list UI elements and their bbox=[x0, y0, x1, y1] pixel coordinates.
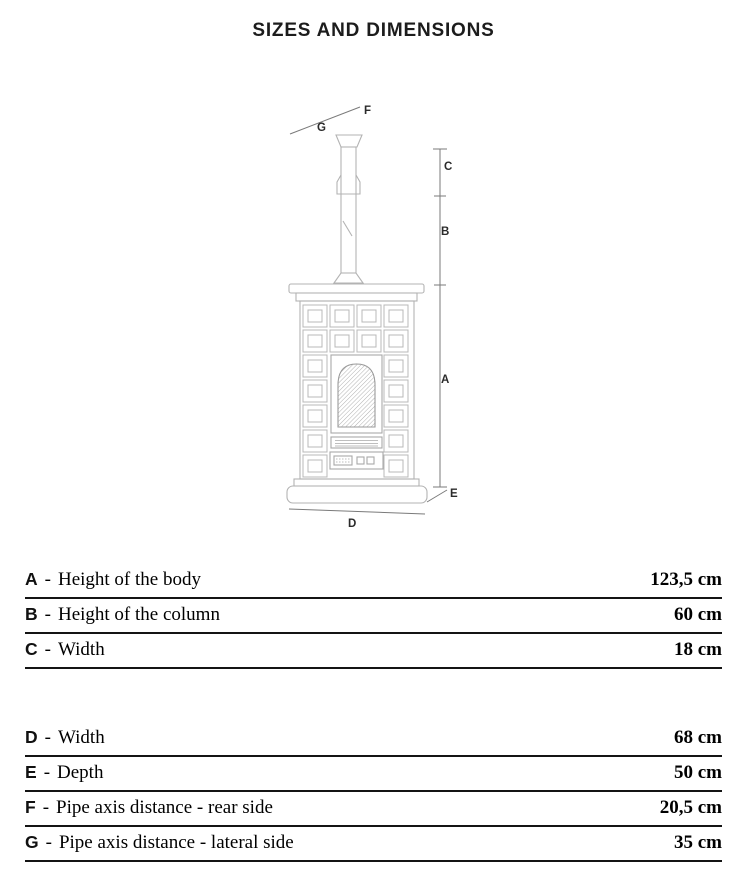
row-key: F bbox=[25, 797, 36, 817]
row-separator: - bbox=[44, 569, 51, 590]
row-description: Height of the column bbox=[57, 604, 220, 625]
dim-label-a: A bbox=[441, 374, 449, 386]
dim-label-c: C bbox=[444, 161, 452, 173]
dim-line-depth bbox=[426, 489, 448, 503]
stove-outline bbox=[286, 134, 428, 504]
table-body-dimensions: A-Height of the body 123,5 cm B-Height o… bbox=[25, 564, 722, 669]
door-grill bbox=[337, 363, 376, 428]
table-row: A-Height of the body 123,5 cm bbox=[25, 564, 722, 599]
row-separator: - bbox=[45, 832, 52, 853]
row-description: Depth bbox=[57, 762, 104, 783]
table-row: G-Pipe axis distance - lateral side 35 c… bbox=[25, 827, 722, 862]
stove-diagram: F G C B A E D bbox=[286, 105, 458, 530]
table-footprint-dimensions: D-Width 68 cm E-Depth 50 cm F-Pipe axis … bbox=[25, 722, 722, 862]
dim-line-pipe-axis bbox=[289, 106, 361, 135]
control-display bbox=[333, 455, 353, 466]
dimension-tables: A-Height of the body 123,5 cm B-Height o… bbox=[25, 564, 722, 862]
row-separator: - bbox=[42, 797, 50, 818]
row-description: Pipe axis distance - lateral side bbox=[58, 832, 294, 853]
flue-collar-shape bbox=[336, 174, 361, 195]
table-row: D-Width 68 cm bbox=[25, 722, 722, 757]
dim-line-width bbox=[288, 508, 426, 515]
row-value: 20,5 cm bbox=[659, 797, 722, 818]
flue-cap-shape bbox=[335, 134, 363, 148]
control-button bbox=[366, 456, 375, 465]
row-key: E bbox=[25, 762, 37, 782]
row-key: A bbox=[25, 569, 38, 589]
row-separator: - bbox=[44, 727, 51, 748]
row-value: 68 cm bbox=[673, 727, 722, 748]
row-description: Pipe axis distance - rear side bbox=[56, 797, 273, 818]
dim-label-f: F bbox=[364, 105, 371, 117]
dim-label-e: E bbox=[450, 488, 458, 500]
row-value: 60 cm bbox=[673, 604, 722, 625]
table-row: B-Height of the column 60 cm bbox=[25, 599, 722, 634]
row-separator: - bbox=[44, 604, 51, 625]
dim-label-d: D bbox=[348, 518, 356, 530]
table-row: C-Width 18 cm bbox=[25, 634, 722, 669]
row-value: 50 cm bbox=[673, 762, 722, 783]
dim-label-g: G bbox=[317, 122, 326, 134]
table-row: F-Pipe axis distance - rear side 20,5 cm bbox=[25, 792, 722, 827]
row-key: C bbox=[25, 639, 38, 659]
row-value: 35 cm bbox=[673, 832, 722, 853]
row-value: 18 cm bbox=[673, 639, 722, 660]
table-row: E-Depth 50 cm bbox=[25, 757, 722, 792]
control-button bbox=[356, 456, 365, 465]
row-key: B bbox=[25, 604, 38, 624]
stove-base-shape bbox=[286, 485, 428, 504]
row-description: Width bbox=[57, 727, 105, 748]
flue-pipe-shape bbox=[340, 146, 357, 274]
flue-base-shape bbox=[332, 272, 365, 284]
dim-label-b: B bbox=[441, 226, 449, 238]
row-separator: - bbox=[43, 762, 51, 783]
row-key: D bbox=[25, 727, 38, 747]
row-key: G bbox=[25, 832, 39, 852]
row-description: Width bbox=[57, 639, 105, 660]
dimension-lines bbox=[288, 106, 448, 515]
row-separator: - bbox=[44, 639, 51, 660]
row-value: 123,5 cm bbox=[650, 569, 722, 590]
stove-tiles bbox=[302, 304, 409, 478]
page-title: SIZES AND DIMENSIONS bbox=[252, 20, 495, 41]
row-description: Height of the body bbox=[57, 569, 201, 590]
stove-door bbox=[329, 354, 384, 470]
